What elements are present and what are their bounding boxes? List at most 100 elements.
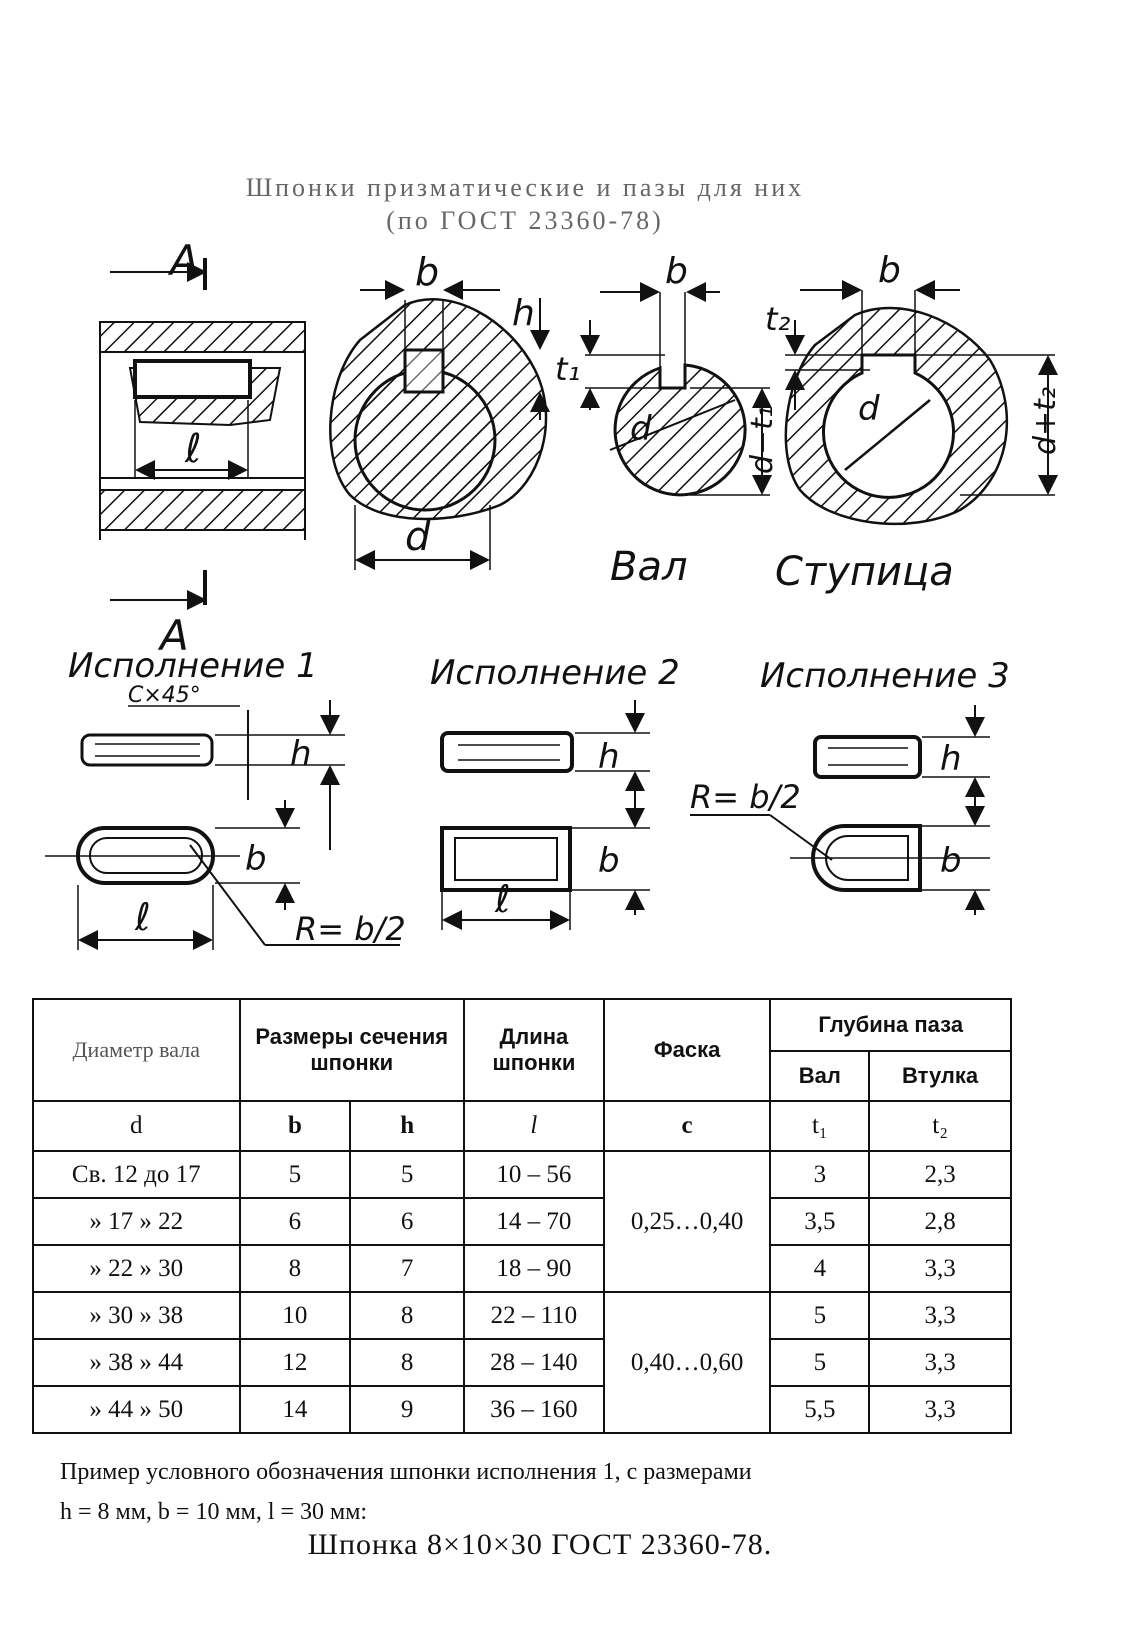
chamfer-label: C×45° — [128, 683, 201, 708]
table-row: » 30 » 38 10 8 22 – 110 0,40…0,60 5 3,3 — [32, 1291, 1012, 1434]
cell-length: 28 – 140 — [463, 1338, 605, 1387]
header-bushing: Втулка — [868, 1050, 1012, 1102]
key-dimensions-table: Диаметр вала Размеры сечения шпонки Длин… — [32, 998, 1012, 1434]
variant1-caption: Исполнение 1 — [68, 646, 318, 686]
section-d-label: d — [405, 514, 431, 560]
cell-t1: 3,5 — [769, 1197, 871, 1246]
variant1-drawing: C×45° h b ℓ R= b/2 — [45, 683, 406, 950]
cell-b: 14 — [238, 1385, 352, 1434]
section-a-bottom-label: A — [157, 611, 189, 660]
hub-d-label: d — [858, 389, 880, 429]
v2-l-label: ℓ — [494, 877, 511, 921]
cell-chamfer: 0,25…0,40 — [602, 1150, 772, 1293]
cell-b: 12 — [238, 1338, 352, 1387]
variant2-caption: Исполнение 2 — [430, 653, 680, 693]
header-length: Длина шпонки — [463, 998, 605, 1102]
longitudinal-view: A A ℓ — [99, 236, 306, 660]
example-note: Пример условного обозначения шпонки испо… — [60, 1452, 752, 1532]
header-h: h — [349, 1100, 466, 1152]
header-t1: t₁ — [769, 1100, 871, 1152]
cell-length: 18 – 90 — [463, 1244, 605, 1293]
cell-length: 36 – 160 — [463, 1385, 605, 1434]
section-a-top-label: A — [167, 236, 199, 285]
header-diameter: Диаметр вала — [32, 998, 241, 1102]
hub-b-label: b — [878, 250, 901, 291]
shaft-caption: Вал — [610, 544, 688, 590]
cell-t2: 3,3 — [868, 1291, 1012, 1340]
document-title: Шпонки призматические и пазы для них — [245, 173, 805, 202]
cell-diameter: » 44 » 50 — [32, 1385, 241, 1434]
cell-t2: 3,3 — [868, 1338, 1012, 1387]
v1-radius-label: R= b/2 — [295, 910, 406, 948]
d-minus-t1-label: d−t₁ — [745, 406, 780, 474]
cell-t1: 5 — [769, 1338, 871, 1387]
cell-t2: 3,3 — [868, 1385, 1012, 1434]
cell-b: 8 — [238, 1244, 352, 1293]
cell-chamfer: 0,40…0,60 — [602, 1291, 772, 1434]
cell-diameter: » 30 » 38 — [32, 1291, 241, 1340]
variant3-drawing: h b R= b/2 — [690, 705, 990, 915]
cell-b: 10 — [238, 1291, 352, 1340]
cell-diameter: » 38 » 44 — [32, 1338, 241, 1387]
header-length-symbol: l — [463, 1100, 605, 1152]
table-row: » 17 » 22 6 6 14 – 70 3,5 2,8 — [32, 1197, 1012, 1246]
table-row: » 38 » 44 12 8 28 – 140 5 3,3 — [32, 1338, 1012, 1387]
example-note-line1: Пример условного обозначения шпонки испо… — [60, 1459, 752, 1485]
header-chamfer-symbol: c — [602, 1100, 772, 1152]
v1-b-label: b — [245, 839, 267, 879]
variant2-drawing: h b ℓ — [440, 700, 650, 930]
cell-length: 10 – 56 — [463, 1150, 605, 1199]
cell-h: 5 — [349, 1150, 466, 1199]
cell-t2: 3,3 — [868, 1244, 1012, 1293]
shaft-view: b t₁ d−t₁ d Вал — [555, 251, 780, 590]
hub-view: b t₂ d+t₂ d Ступица — [765, 250, 1063, 595]
cell-length: 14 – 70 — [463, 1197, 605, 1246]
cell-h: 6 — [349, 1197, 466, 1246]
cell-t1: 4 — [769, 1244, 871, 1293]
cross-section-view: b h d — [329, 250, 550, 570]
cell-t1: 5,5 — [769, 1385, 871, 1434]
table-row: Св. 12 до 17 5 5 10 – 56 0,25…0,40 3 2,3 — [32, 1150, 1012, 1293]
header-depth: Глубина паза — [769, 998, 1012, 1052]
cell-t1: 5 — [769, 1291, 871, 1340]
v3-h-label: h — [940, 739, 962, 779]
cell-b: 5 — [238, 1150, 352, 1199]
document-standard: (по ГОСТ 23360-78) — [386, 206, 664, 235]
header-chamfer: Фаска — [602, 998, 772, 1102]
d-plus-t2-label: d+t₂ — [1028, 387, 1063, 455]
v1-h-label: h — [290, 734, 312, 774]
header-b: b — [238, 1100, 352, 1152]
shaft-d-label: d — [630, 409, 652, 449]
t2-label: t₂ — [765, 300, 791, 338]
table-row: » 22 » 30 8 7 18 – 90 4 3,3 — [32, 1244, 1012, 1293]
cell-t2: 2,8 — [868, 1197, 1012, 1246]
header-t2: t₂ — [868, 1100, 1012, 1152]
length-label: ℓ — [184, 426, 202, 472]
cell-t1: 3 — [769, 1150, 871, 1199]
cell-length: 22 – 110 — [463, 1291, 605, 1340]
hub-caption: Ступица — [775, 549, 954, 595]
v3-radius-label: R= b/2 — [690, 778, 801, 816]
header-section: Размеры сечения шпонки — [238, 998, 466, 1102]
cell-diameter: » 17 » 22 — [32, 1197, 241, 1246]
cell-b: 6 — [238, 1197, 352, 1246]
header-shaft: Вал — [769, 1050, 871, 1102]
cell-t2: 2,3 — [868, 1150, 1012, 1199]
cell-h: 7 — [349, 1244, 466, 1293]
cell-diameter: » 22 » 30 — [32, 1244, 241, 1293]
shaft-b-label: b — [665, 251, 688, 292]
technical-drawing: A A ℓ b h d — [45, 236, 1063, 950]
table-row: » 44 » 50 14 9 36 – 160 5,5 3,3 — [32, 1385, 1012, 1434]
v1-l-label: ℓ — [134, 895, 151, 939]
t1-label: t₁ — [555, 350, 580, 388]
v2-b-label: b — [598, 841, 620, 881]
example-note-line2: h = 8 мм, b = 10 мм, l = 30 мм: — [60, 1499, 368, 1525]
variant3-caption: Исполнение 3 — [760, 656, 1010, 696]
v3-b-label: b — [940, 841, 962, 881]
cell-h: 9 — [349, 1385, 466, 1434]
header-diameter-symbol: d — [32, 1100, 241, 1152]
section-b-label: b — [415, 250, 439, 294]
key-designation: Шпонка 8×10×30 ГОСТ 23360-78. — [307, 1528, 773, 1561]
cell-diameter: Св. 12 до 17 — [32, 1150, 241, 1199]
cell-h: 8 — [349, 1291, 466, 1340]
